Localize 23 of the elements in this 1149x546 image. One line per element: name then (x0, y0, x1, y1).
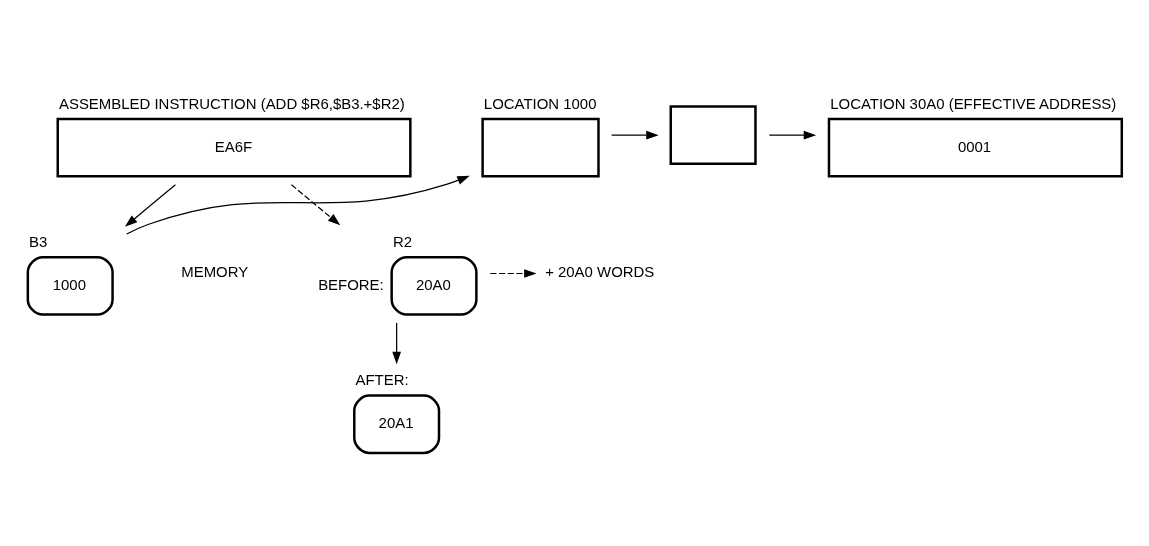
arrow (392, 321, 401, 364)
node-box (669, 104, 757, 165)
arrow (489, 268, 537, 278)
node-label: LOCATION 30A0 (EFFECTIVE ADDRESS) (830, 94, 1117, 112)
arrow (126, 175, 470, 235)
node-box: 20A0 (390, 255, 478, 316)
node-label: LOCATION 1000 (483, 94, 597, 112)
label: MEMORY (181, 262, 249, 280)
node-label: B3 (29, 232, 48, 250)
node-text: + 20A0 WORDS (545, 262, 655, 280)
node-box: 0001 (827, 117, 1124, 178)
node-box: EA6F (56, 117, 412, 178)
node-box (481, 117, 600, 178)
node-label: R2 (392, 232, 413, 250)
node-box: 20A1 (353, 393, 441, 454)
node-label: BEFORE: (318, 275, 384, 293)
arrow (611, 130, 659, 140)
arrow (768, 130, 817, 140)
node-label: ASSEMBLED INSTRUCTION (ADD $R6,$B3.+$R2) (58, 94, 405, 112)
arrow (290, 183, 341, 225)
arrow (124, 183, 177, 227)
node-box: 1000 (26, 255, 114, 316)
node-label: AFTER: (355, 370, 409, 388)
